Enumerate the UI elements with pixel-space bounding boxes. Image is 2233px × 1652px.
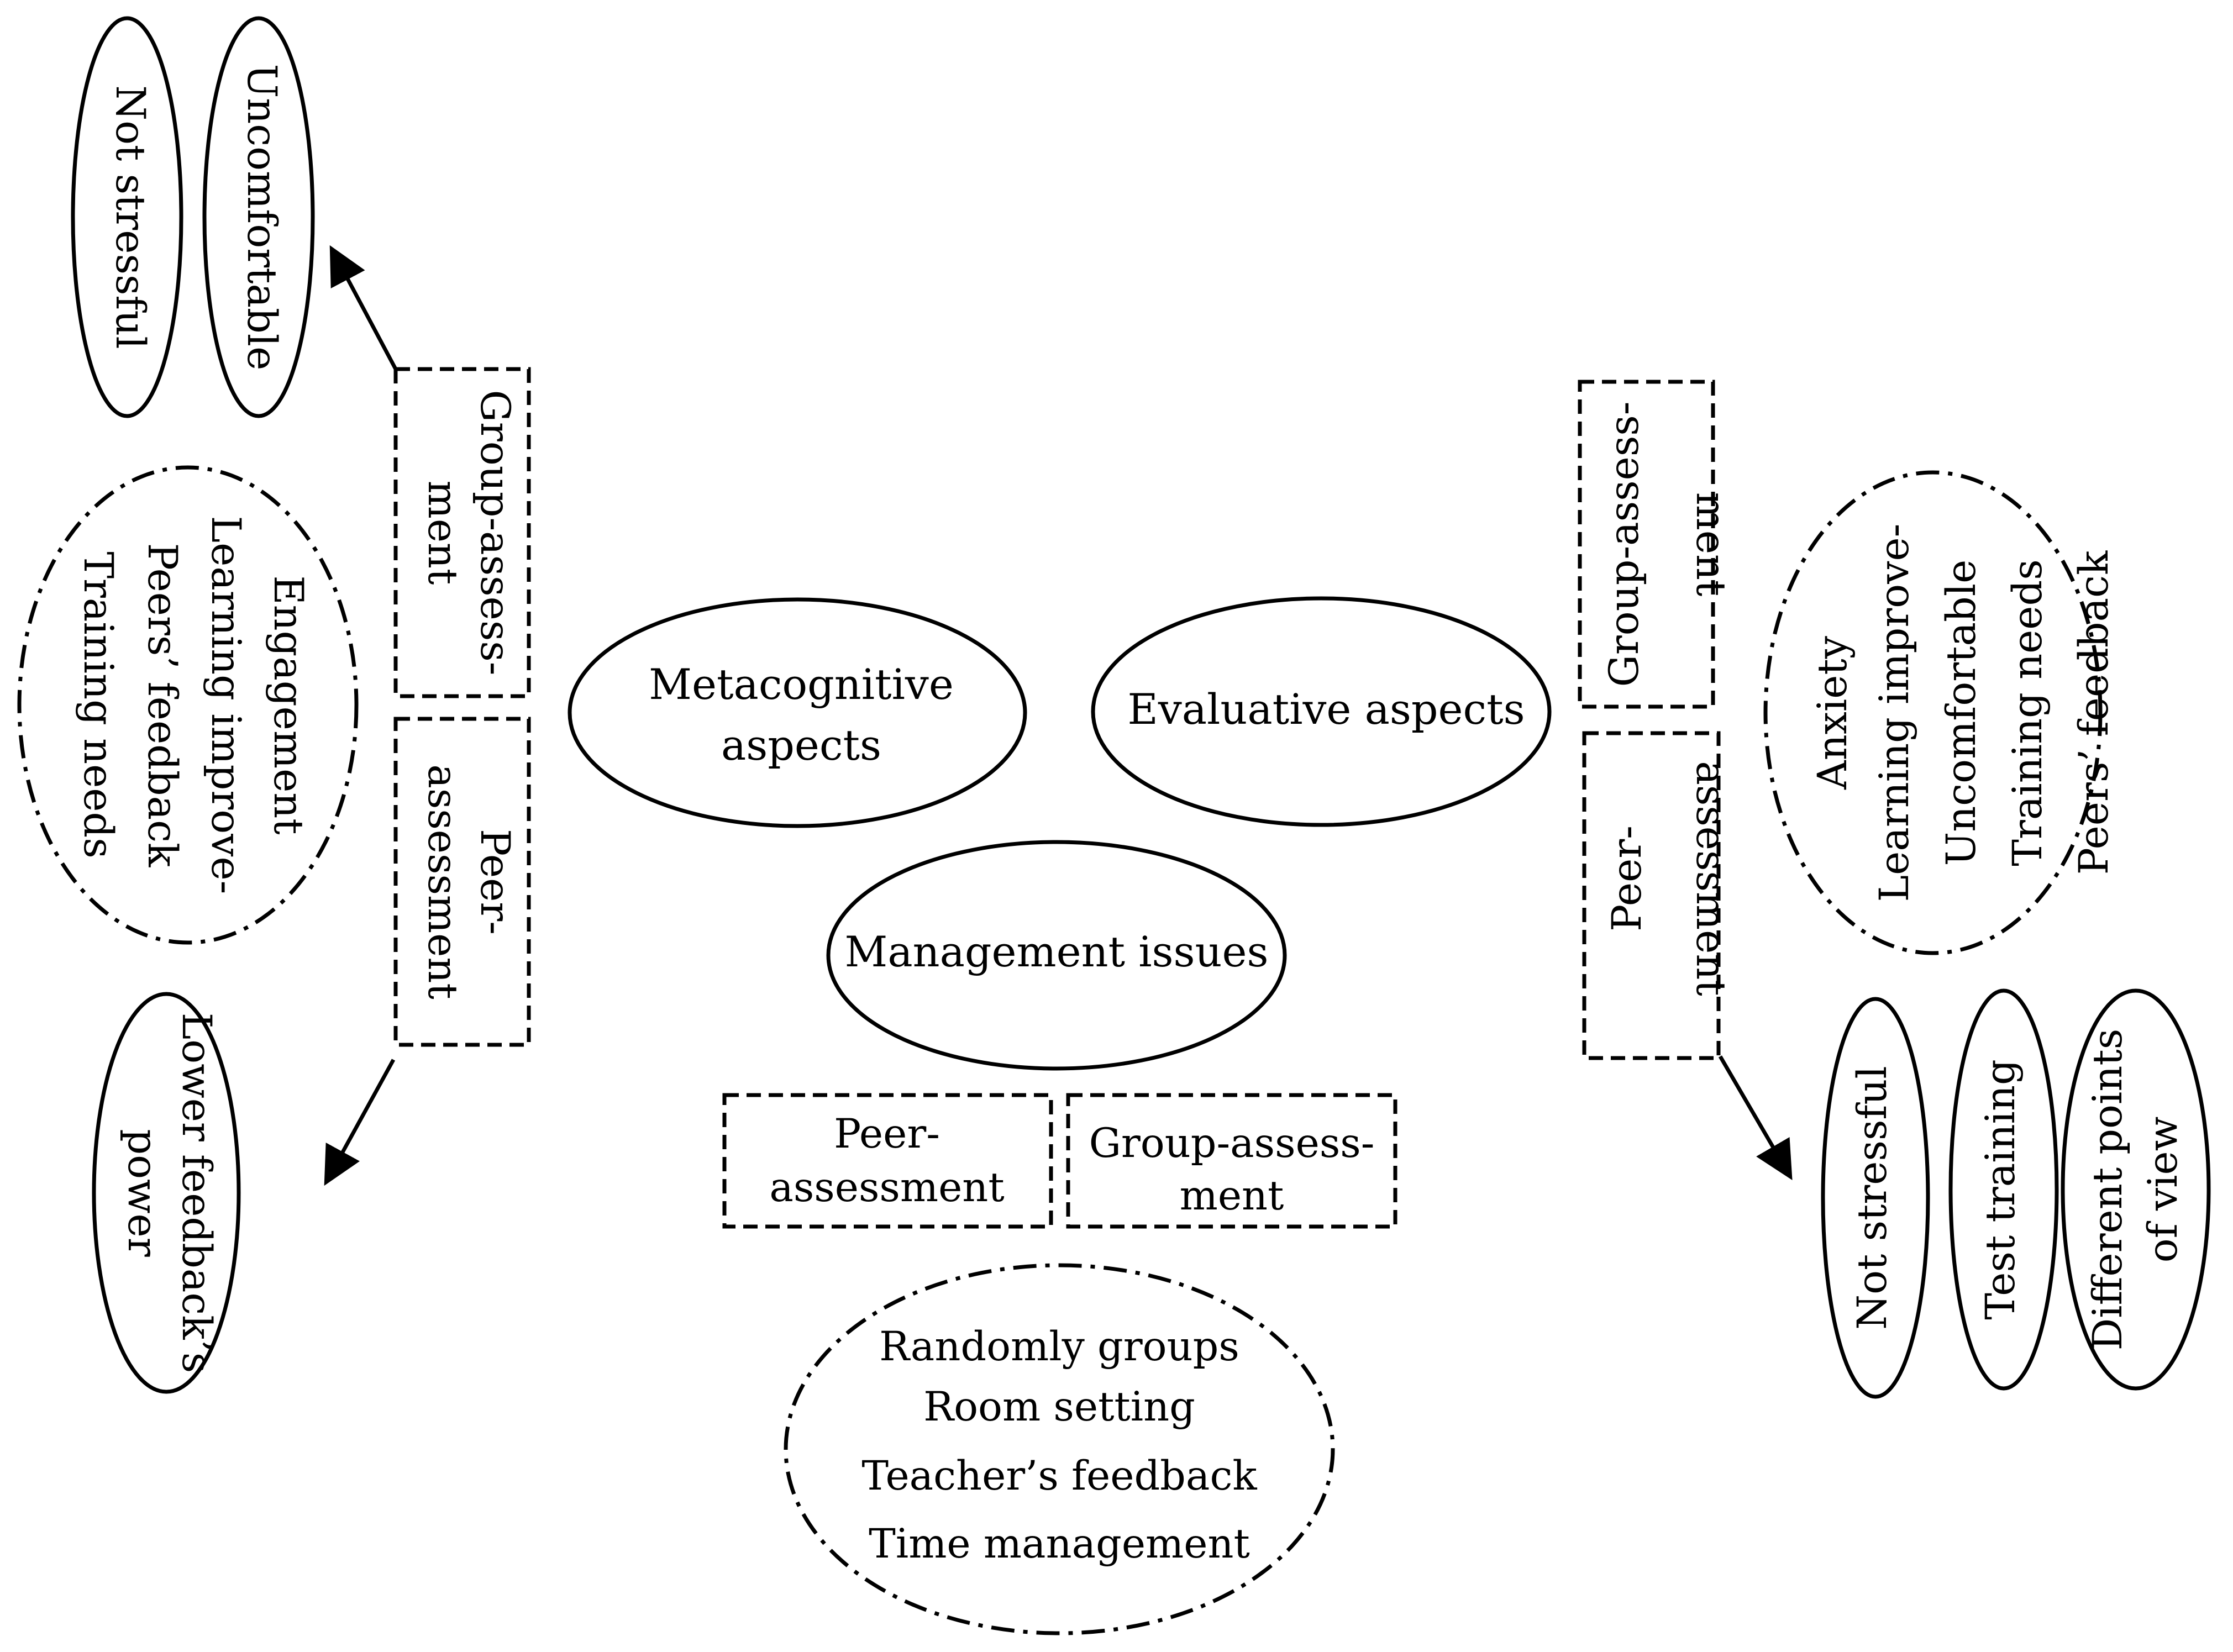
- right-different-points-label-line1: Different points: [2084, 1029, 2131, 1350]
- right-group-label-line2: ment: [1687, 492, 1734, 597]
- evaluative-node: [1091, 596, 1552, 827]
- left-arrow-down: [324, 1059, 396, 1186]
- right-peer-label-line2: assessment: [1687, 761, 1734, 996]
- right-test-training-label: Test training: [1977, 1059, 2024, 1319]
- left-peer-box: [393, 717, 531, 1047]
- center-list-item-2: Room setting: [923, 1383, 1195, 1430]
- right-issues-list-node: [1763, 470, 2103, 955]
- left-arrow-up: [329, 245, 398, 370]
- left-peer-label-line2: assessment: [419, 764, 466, 999]
- right-not-stressful-node: [1821, 997, 1930, 1399]
- left-list-item-4: Training needs: [75, 551, 122, 858]
- left-group-label-line1: Group-assess-: [471, 390, 518, 676]
- right-different-points-label-line2: of view: [2140, 1117, 2187, 1262]
- right-list-item-4: Training needs: [2004, 559, 2051, 866]
- left-list-item-2: Learning improve-: [202, 516, 249, 895]
- right-list-item-2: Learning improve-: [1871, 524, 1918, 902]
- right-list-item-3: Uncomfortable: [1938, 560, 1985, 866]
- center-issues-list-node: [784, 1263, 1335, 1635]
- right-not-stressful-label: Not stressful: [1849, 1066, 1896, 1330]
- metacognitive-label-line1: Metacognitive: [649, 660, 954, 709]
- right-peer-label-line1: Peer-: [1604, 825, 1651, 932]
- center-peer-label-line2: assessment: [769, 1164, 1004, 1211]
- right-different-points-node: [2061, 988, 2211, 1391]
- center-peer-label-line1: Peer-: [834, 1111, 940, 1158]
- management-label: Management issues: [845, 927, 1269, 976]
- center-group-box: [1066, 1093, 1397, 1229]
- center-list-item-3: Teacher’s feedback: [861, 1453, 1257, 1500]
- left-lower-feedback-label-line1: Lower feedback’s: [173, 1013, 220, 1373]
- metacognitive-node: [568, 597, 1027, 828]
- right-test-training-node: [1948, 988, 2059, 1391]
- left-group-label-line2: ment: [419, 481, 466, 585]
- center-peer-box: [722, 1093, 1053, 1229]
- left-lower-feedback-label-line2: power: [119, 1129, 166, 1256]
- center-list-item-4: Time management: [869, 1521, 1250, 1567]
- left-uncomfortable-label: Uncomfortable: [238, 64, 285, 371]
- management-node: [826, 840, 1287, 1071]
- evaluative-label: Evaluative aspects: [1127, 685, 1525, 734]
- left-uncomfortable-node: [202, 16, 315, 418]
- left-benefits-list-node: [17, 465, 359, 945]
- left-peer-label-line1: Peer-: [471, 829, 518, 935]
- left-list-item-3: Peers’ feedback: [139, 543, 186, 867]
- center-group-label-line2: ment: [1180, 1172, 1284, 1219]
- right-list-item-5: Peers’ feedback: [2071, 550, 2118, 875]
- left-group-box: [393, 367, 531, 698]
- left-not-stressful-label: Not stressful: [107, 85, 154, 349]
- right-peer-box: [1582, 731, 1721, 1060]
- right-group-label-line1: Group-assess-: [1601, 402, 1648, 687]
- left-not-stressful-node: [71, 16, 183, 418]
- left-list-item-1: Engagement: [265, 575, 312, 834]
- right-arrow-down: [1718, 1055, 1793, 1181]
- left-lower-feedback-node: [92, 992, 241, 1394]
- center-group-label-line1: Group-assess-: [1089, 1120, 1375, 1167]
- center-list-item-1: Randomly groups: [879, 1323, 1239, 1370]
- right-list-item-1: Anxiety: [1809, 635, 1856, 790]
- right-group-box: [1578, 380, 1715, 709]
- metacognitive-label-line2: aspects: [721, 720, 881, 770]
